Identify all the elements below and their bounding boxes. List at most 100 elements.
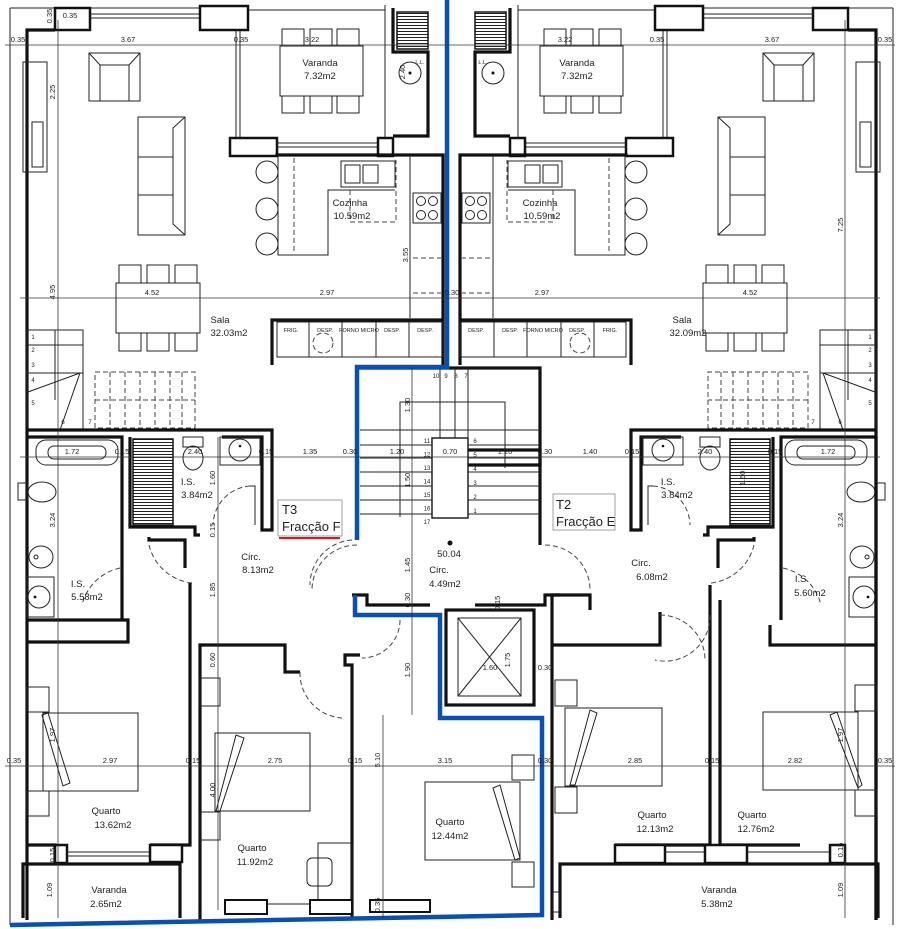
stair-step-number: 9 <box>444 374 448 380</box>
room-area: 13.62m2 <box>95 820 132 831</box>
room-area: 5.60m2 <box>794 588 826 599</box>
stair-step-number: 2 <box>473 495 477 501</box>
dimension-label: 1.20 <box>498 447 513 456</box>
appliance-label: DESP. <box>384 328 400 334</box>
dimension-label: 0.35 <box>373 898 382 913</box>
appliance-label: DESP. <box>569 328 585 334</box>
dimension-label: 4.95 <box>48 285 57 300</box>
stair-step-number: 7 <box>88 420 92 426</box>
appliance-label: FORNO MICRO <box>523 328 563 334</box>
dimension-label: 0.35 <box>11 35 26 44</box>
dimension-label: 2.97 <box>320 288 335 297</box>
room-labels: Varanda 7.32m2 Varanda 7.32m2 Cozinha 10… <box>71 58 826 910</box>
room-label: Varanda <box>701 885 737 896</box>
room-label: Quarto <box>91 806 120 817</box>
dimension-label: 0.15 <box>208 523 217 538</box>
stair-step-number: 1 <box>473 509 477 515</box>
dimension-label: 2.82 <box>788 756 803 765</box>
dimension-label: 0.15 <box>768 447 783 456</box>
room-area: 3.84m2 <box>181 490 213 501</box>
dimension-label: 3.67 <box>765 35 780 44</box>
dimension-label: 1.35 <box>303 447 318 456</box>
dimension-label: 1.97 <box>836 728 845 743</box>
dimension-label: 1.72 <box>821 447 836 456</box>
dimension-label: 1.45 <box>403 558 412 573</box>
stair-step-number: 5 <box>31 401 35 407</box>
kitchen-unit-labels: FRIG. DESP. FORNO MICRO DESP. DESP. DESP… <box>284 60 618 334</box>
stair-step-number: 1 <box>868 335 872 341</box>
stair-step-number: 13 <box>424 466 431 472</box>
stair-step-number: 12 <box>424 453 431 459</box>
dimension-label: 0.35 <box>45 9 54 24</box>
room-label: Circ. <box>241 552 261 563</box>
unit-name: Fracção F <box>282 519 341 534</box>
dimension-label: 0.60 <box>208 653 217 668</box>
room-area: 7.32m2 <box>561 71 593 82</box>
dimension-label: 3.22 <box>305 35 320 44</box>
unit-type: T3 <box>282 502 297 517</box>
dimension-label: 2.97 <box>535 288 550 297</box>
upper-apartment-geometry <box>9 4 445 925</box>
stair-step-number: 7 <box>464 374 468 380</box>
stair-step-number: 2 <box>31 348 35 354</box>
stair-step-number: 3 <box>31 363 35 369</box>
dimension-label: 2.25 <box>48 85 57 100</box>
room-label: Cozinha <box>333 198 369 209</box>
dimension-label: 0.30 <box>445 288 460 297</box>
room-area: 12.44m2 <box>432 831 469 842</box>
dimension-label: 0.35 <box>234 35 249 44</box>
room-label: Sala <box>210 315 230 326</box>
lower-right-geometry <box>550 8 894 925</box>
dimension-label: 2.40 <box>398 65 407 80</box>
dimension-label: 4.52 <box>743 288 758 297</box>
stair-step-number: 14 <box>424 480 431 486</box>
dimension-labels: 0.35 3.67 0.35 3.22 2.40 3.22 0.35 3.67 0.35 0.35… <box>7 9 893 913</box>
unit-boundary-line <box>354 0 450 540</box>
stair-step-number: 5 <box>868 401 872 407</box>
room-area: 5.38m2 <box>701 899 733 910</box>
dimension-lines <box>5 20 895 918</box>
stair-step-number: 6 <box>473 439 477 445</box>
stair-step-number: 17 <box>424 520 431 526</box>
level-mark: 50.04 <box>437 549 461 560</box>
appliance-label: DESP. <box>317 328 333 334</box>
dimension-label: 2.97 <box>103 756 118 765</box>
room-label: Sala <box>672 315 692 326</box>
dimension-label: 4.52 <box>145 288 160 297</box>
room-label: Circ. <box>631 558 651 569</box>
washer-tag: L.L. <box>478 60 488 66</box>
stair-step-number: 5 <box>473 453 477 459</box>
stair-step-number: 4 <box>868 378 872 384</box>
dimension-label: 0.15 <box>348 756 363 765</box>
room-area: 32.09m2 <box>670 328 707 339</box>
dimension-label: 0.15 <box>259 447 274 456</box>
room-label: Varanda <box>91 885 127 896</box>
dimension-label: 0.30 <box>538 756 553 765</box>
unit-type: T2 <box>556 497 571 512</box>
stair-step-number: 6 <box>838 420 842 426</box>
dimension-label: 1.20 <box>390 447 405 456</box>
appliance-label: DESP. <box>468 328 484 334</box>
dimension-label: 0.30 <box>403 593 412 608</box>
dimension-label: 1.75 <box>503 653 512 668</box>
lower-left-geometry <box>21 366 591 920</box>
dimension-label: 0.35 <box>63 11 78 20</box>
dimension-label: 1.30 <box>403 398 412 413</box>
room-area: 10.59m2 <box>334 211 371 222</box>
room-area: 4.49m2 <box>429 579 461 590</box>
dimension-label: 0.30 <box>538 447 553 456</box>
dimension-label: 1.09 <box>836 883 845 898</box>
dimension-label: 3.22 <box>558 35 573 44</box>
room-area: 12.76m2 <box>738 824 775 835</box>
dimension-label: 2.75 <box>268 756 283 765</box>
stair-step-number: 8 <box>454 374 458 380</box>
dimension-label: 1.50 <box>403 473 412 488</box>
stair-step-number: 2 <box>868 348 872 354</box>
dimension-label: 3.67 <box>121 35 136 44</box>
stair-step-number: 7 <box>811 420 815 426</box>
stair-step-number: 1 <box>31 335 35 341</box>
stair-step-number: 16 <box>424 507 431 513</box>
room-label: I.S. <box>661 477 675 488</box>
stair-step-number: 6 <box>61 420 65 426</box>
dimension-label: 0.15 <box>493 596 502 611</box>
